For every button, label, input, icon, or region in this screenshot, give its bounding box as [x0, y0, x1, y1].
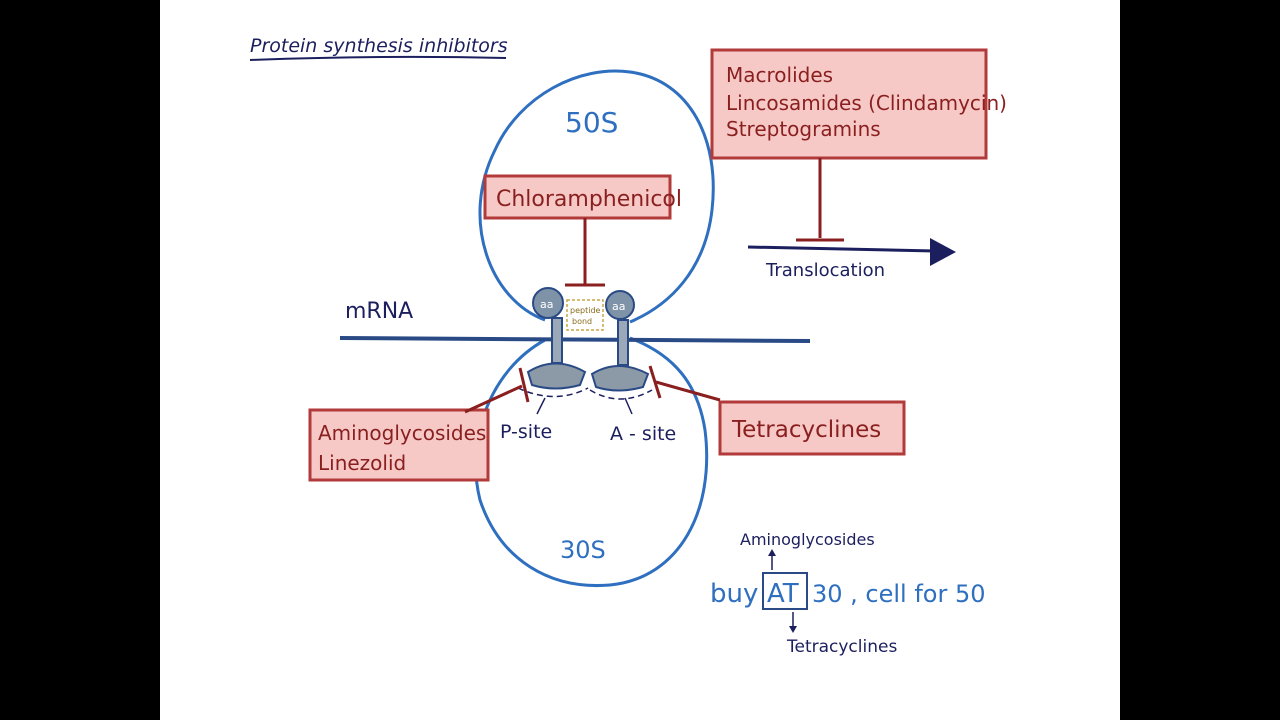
ribosome-50s-outline	[478, 69, 715, 324]
aminoglycosides-inhibit-line	[464, 384, 523, 414]
mnemonic-upper-note: Aminoglycosides	[740, 530, 875, 549]
mrna-label: mRNA	[345, 299, 413, 324]
tetracyclines-inhibit-line	[655, 380, 721, 402]
macrolides-label: Macrolides	[726, 63, 833, 87]
mnemonic-prefix: buy	[710, 579, 758, 609]
translocation-label: Translocation	[765, 260, 885, 281]
trna-right: aa	[590, 290, 650, 392]
trna-right-aa: aa	[612, 300, 625, 313]
translocation-arrow-shaft	[747, 245, 936, 253]
translocation-arrow-head	[930, 238, 956, 266]
chloramphenicol-box	[483, 174, 672, 220]
linezolid-label: Linezolid	[318, 451, 406, 475]
p-site-arc	[517, 387, 589, 398]
peptide-bond-box: peptide bond	[566, 299, 604, 331]
p-site-pointer	[536, 397, 546, 415]
a-site-pointer	[624, 397, 633, 415]
translocation-inhibitors-box	[710, 48, 988, 160]
tetracyclines-label: Tetracyclines	[731, 417, 881, 443]
aminoglycosides-inhibit-bar	[518, 367, 530, 403]
trna-left: aa	[526, 287, 587, 390]
label-50s: 50S	[565, 106, 618, 139]
mnemonic-box	[762, 572, 808, 610]
mnemonic-boxed: AT	[767, 579, 799, 609]
chloramphenicol-label: Chloramphenicol	[496, 187, 682, 212]
peptide-bond-label-2: bond	[572, 317, 592, 326]
title-underline	[249, 55, 507, 61]
streptogramins-label: Streptogramins	[726, 117, 881, 141]
mnemonic-suffix: 30 , cell for 50	[812, 580, 986, 608]
lincosamides-label: Lincosamides (Clindamycin)	[726, 91, 1007, 115]
aminoglycosides-label: Aminoglycosides	[318, 421, 486, 445]
mrna-strand	[339, 336, 811, 343]
p-site-label: P-site	[500, 421, 552, 443]
tetracyclines-inhibit-bar	[648, 365, 662, 399]
label-30s: 30S	[560, 536, 606, 564]
mnemonic-upper-arrowhead	[768, 549, 776, 556]
tetracyclines-box	[718, 400, 906, 456]
a-site-arc	[589, 389, 653, 400]
diagram-title: Protein synthesis inhibitors	[250, 35, 508, 57]
page: Protein synthesis inhibitors 50S 30S mRN…	[160, 0, 1120, 720]
trna-left-aa: aa	[540, 298, 553, 311]
diagram-canvas: Protein synthesis inhibitors 50S 30S mRN…	[249, 35, 1007, 657]
mnemonic-lower-arrowhead	[789, 626, 797, 633]
peptide-bond-label-1: peptide	[570, 306, 601, 315]
a-site-label: A - site	[610, 423, 676, 445]
aminoglycosides-box	[308, 408, 490, 482]
mnemonic-lower-note: Tetracyclines	[786, 637, 897, 657]
